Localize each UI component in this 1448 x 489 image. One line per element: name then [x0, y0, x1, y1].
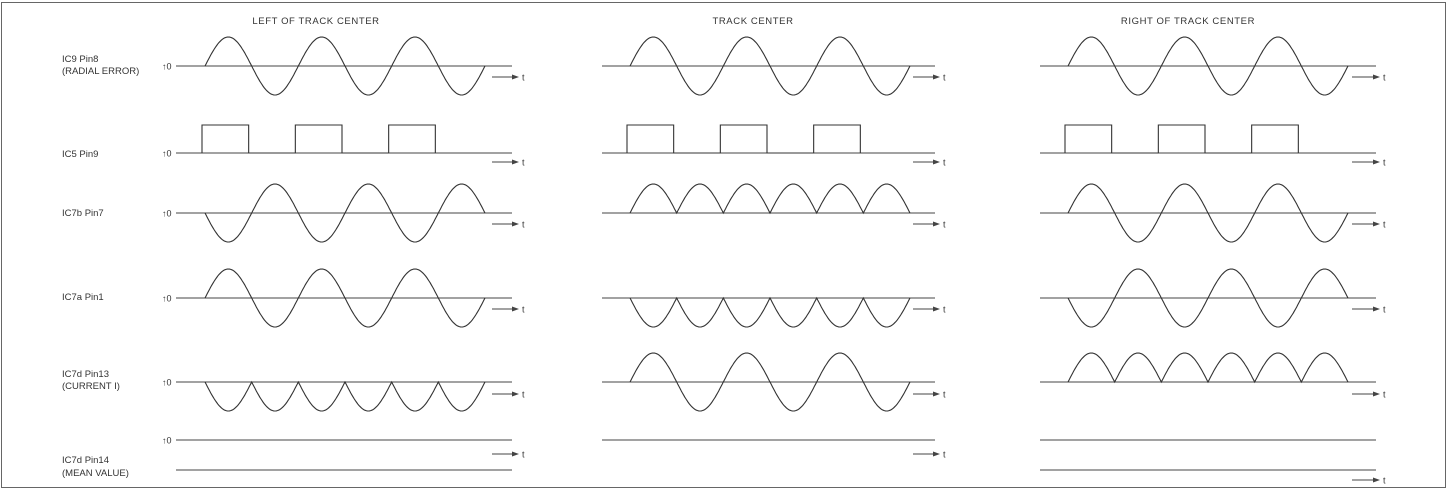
zero-label-ic7a_pin1-left: ↑0 [162, 294, 172, 304]
row-label-ic5-pin9: IC5 Pin9 [62, 149, 98, 160]
time-arrowhead-ic5_pin9-left [512, 159, 519, 165]
time-label-ic5_pin9-left: t [522, 158, 525, 168]
sine-wave-ic9_pin8-center [629, 36, 911, 96]
time-arrowhead-ic7d_pin14-right [1373, 477, 1380, 483]
time-label-ic9_pin8-left: t [522, 73, 525, 83]
time-label-ic5_pin9-right: t [1383, 158, 1386, 168]
time-arrowhead-ic7b_pin7-left [512, 221, 519, 227]
time-arrowhead-ic5_pin9-right [1373, 159, 1380, 165]
rectified-positive-wave-ic7d_pin13-right [1067, 352, 1349, 384]
time-arrowhead-ic7d_pin13-left [512, 391, 519, 397]
time-arrowhead-ic7b_pin7-right [1373, 221, 1380, 227]
time-label-ic9_pin8-center: t [943, 73, 946, 83]
time-label-ic7b_pin7-right: t [1383, 220, 1386, 230]
time-label-ic7d_pin13-left: t [522, 390, 525, 400]
time-label-ic7d_pin14-left: t [522, 450, 525, 460]
time-arrowhead-ic7d_pin13-center [933, 391, 940, 397]
column-title-right: RIGHT OF TRACK CENTER [1121, 16, 1255, 27]
time-label-ic7b_pin7-left: t [522, 220, 525, 230]
time-label-ic7a_pin1-left: t [522, 305, 525, 315]
zero-label-ic9_pin8-left: ↑0 [162, 62, 172, 72]
row-label-ic9-pin8: IC9 Pin8 [62, 54, 98, 65]
time-arrowhead-ic7d_pin13-right [1373, 391, 1380, 397]
column-title-left: LEFT OF TRACK CENTER [252, 16, 379, 27]
time-label-ic7b_pin7-center: t [943, 220, 946, 230]
row-label-ic7d-pin14: IC7d Pin14 [62, 455, 109, 466]
row-label-ic7a-pin1: IC7a Pin1 [62, 292, 104, 303]
rectified-negative-wave-ic7a_pin1-center [629, 296, 911, 328]
square-wave-ic5_pin9-left [201, 124, 436, 154]
zero-label-ic7d_pin14-left: ↑0 [162, 436, 172, 446]
zero-label-ic7b_pin7-left: ↑0 [162, 209, 172, 219]
time-label-ic7d_pin14-right: t [1383, 476, 1386, 486]
time-label-ic7a_pin1-right: t [1383, 305, 1386, 315]
sine-wave-ic9_pin8-right [1067, 36, 1349, 96]
time-arrowhead-ic5_pin9-center [933, 159, 940, 165]
time-label-ic5_pin9-center: t [943, 158, 946, 168]
time-arrowhead-ic9_pin8-right [1373, 74, 1380, 80]
time-label-ic9_pin8-right: t [1383, 73, 1386, 83]
sine-wave-ic9_pin8-left [204, 36, 486, 96]
zero-label-ic7d_pin13-left: ↑0 [162, 378, 172, 388]
row-label-ic7d-pin13-sub: (CURRENT I) [62, 381, 120, 392]
square-wave-ic5_pin9-center [626, 124, 861, 154]
time-label-ic7a_pin1-center: t [943, 305, 946, 315]
column-title-center: TRACK CENTER [712, 16, 793, 27]
square-wave-ic5_pin9-right [1064, 124, 1299, 154]
row-label-ic7d-pin13: IC7d Pin13 [62, 369, 109, 380]
rectified-positive-wave-ic7b_pin7-center [629, 183, 911, 215]
time-arrowhead-ic7a_pin1-left [512, 306, 519, 312]
time-label-ic7d_pin14-center: t [943, 450, 946, 460]
row-label-ic9-pin8-sub: (RADIAL ERROR) [62, 66, 139, 77]
sine-wave-ic7a_pin1-left [204, 268, 486, 328]
row-label-ic7d-pin14-sub: (MEAN VALUE) [62, 468, 129, 479]
time-arrowhead-ic9_pin8-left [512, 74, 519, 80]
time-arrowhead-ic9_pin8-center [933, 74, 940, 80]
sine-wave-ic7d_pin13-center [629, 352, 911, 412]
waveform-layer: t ↑0 t t t ↑0 t t t ↑0 t t t ↑0 t t t ↑0 t t t ↑0 t t [162, 36, 1386, 486]
sine-wave-ic7b_pin7-right [1067, 183, 1349, 243]
rectified-negative-wave-ic7d_pin13-left [204, 380, 486, 412]
time-label-ic7d_pin13-right: t [1383, 390, 1386, 400]
time-label-ic7d_pin13-center: t [943, 390, 946, 400]
time-arrowhead-ic7a_pin1-right [1373, 306, 1380, 312]
zero-label-ic5_pin9-left: ↑0 [162, 149, 172, 159]
time-arrowhead-ic7b_pin7-center [933, 221, 940, 227]
row-label-ic7b-pin7: IC7b Pin7 [62, 208, 104, 219]
time-arrowhead-ic7d_pin14-left [512, 451, 519, 457]
time-arrowhead-ic7a_pin1-center [933, 306, 940, 312]
sine-inverted-wave-ic7b_pin7-left [204, 183, 486, 243]
time-arrowhead-ic7d_pin14-center [933, 451, 940, 457]
sine-inverted-wave-ic7a_pin1-right [1067, 268, 1349, 328]
